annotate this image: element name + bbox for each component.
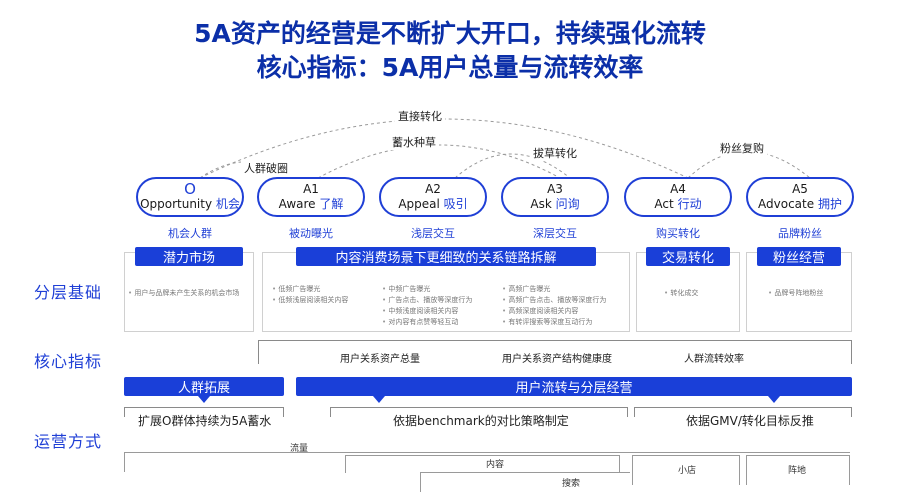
channel-content: 内容 (486, 460, 505, 470)
stage-name-en: Aware (278, 197, 316, 211)
stage-name-cn: 拥护 (817, 197, 842, 211)
channel-shop-line (632, 455, 740, 485)
stage-code: A5 (792, 182, 808, 196)
bar-label: 用户流转与分层经营 (515, 381, 633, 396)
stage-name-en: Act (654, 197, 674, 211)
flow-label-pull: 拔草转化 (530, 145, 580, 161)
bullet-item: 转化成交 (664, 288, 734, 299)
bar-fans-operation: 粉丝经营 (757, 247, 841, 266)
channel-position: 阵地 (788, 466, 807, 476)
title-line-2: 核心指标：5A用户总量与流转效率 (256, 53, 644, 82)
group-label-a2: 浅层交互 (411, 227, 455, 240)
bullet-item: 品牌号阵地粉丝 (768, 288, 848, 299)
bullet-item: 高频深度阅读相关内容 (502, 306, 627, 317)
op-text-expand: 扩展O群体持续为5A蓄水 (138, 414, 272, 428)
row-label-operations: 运营方式 (34, 432, 103, 451)
bar-label: 交易转化 (661, 251, 714, 266)
stage-name-cn: 问询 (555, 197, 580, 211)
group-label-a3: 深层交互 (533, 227, 577, 240)
stage-name-cn: 了解 (319, 197, 344, 211)
flow-label-direct: 直接转化 (395, 108, 445, 124)
bullets-a1: 低频广告曝光 低频浅层阅读相关内容 (272, 284, 372, 306)
stage-code: O (184, 180, 196, 198)
metric-structure-health: 用户关系资产结构健康度 (502, 354, 612, 365)
metric-asset-total: 用户关系资产总量 (340, 354, 420, 365)
channel-content-line (345, 455, 620, 473)
stage-a2: A2 Appeal 吸引 (379, 177, 487, 217)
bullet-item: 中频浅度阅读相关内容 (382, 306, 497, 317)
stage-name-en: Appeal (398, 197, 440, 211)
bullet-item: 用户与品牌未产生关系的机会市场 (128, 288, 253, 299)
stage-a1: A1 Aware 了解 (257, 177, 365, 217)
stage-name-en: Advocate (758, 197, 815, 211)
bar-crowd-expansion: 人群拓展 (124, 377, 284, 403)
bullets-a2: 中频广告曝光 广告点击、播放等深度行为 中频浅度阅读相关内容 对内容有点赞等轻互… (382, 284, 497, 328)
op-bracket-3 (634, 407, 852, 417)
flow-label-break: 人群破圈 (241, 160, 291, 176)
stage-name-en: Opportunity (140, 197, 213, 211)
stage-a3: A3 Ask 问询 (501, 177, 609, 217)
stage-name-cn: 吸引 (443, 197, 468, 211)
bullet-item: 对内容有点赞等轻互动 (382, 317, 497, 328)
bar-label: 人群拓展 (177, 381, 230, 396)
bullets-a5: 品牌号阵地粉丝 (768, 288, 848, 299)
metric-flow-efficiency: 人群流转效率 (684, 354, 744, 365)
stage-name-en: Ask (530, 197, 552, 211)
bullets-a3: 高频广告曝光 高频广告点击、播放等深度行为 高频深度阅读相关内容 有转评搜索等深… (502, 284, 627, 328)
bullet-item: 高频广告曝光 (502, 284, 627, 295)
op-bracket-1 (124, 407, 284, 417)
arc-seeding (317, 144, 561, 179)
op-bracket-2 (330, 407, 628, 417)
bar-label: 粉丝经营 (772, 251, 825, 266)
stage-name-cn: 行动 (677, 197, 702, 211)
channel-shop: 小店 (678, 466, 697, 476)
stage-o: O Opportunity 机会 (136, 177, 244, 217)
flow-label-seeding: 蓄水种草 (389, 134, 439, 150)
group-label-a4: 购买转化 (656, 227, 700, 240)
arc-direct-conversion (199, 118, 689, 179)
stage-code: A3 (547, 182, 563, 196)
metrics-bracket (258, 340, 852, 364)
flow-label-repurchase: 粉丝复购 (717, 140, 767, 156)
group-label-a5: 品牌粉丝 (778, 227, 822, 240)
bar-scene-breakdown: 内容消费场景下更细致的关系链路拆解 (296, 247, 596, 266)
row-label-foundation: 分层基础 (34, 283, 103, 302)
group-label-o: 机会人群 (168, 227, 212, 240)
stage-name-cn: 机会 (215, 197, 240, 211)
bar-label: 内容消费场景下更细致的关系链路拆解 (335, 251, 557, 266)
channel-position-line (746, 455, 850, 485)
bullet-item: 高频广告点击、播放等深度行为 (502, 295, 627, 306)
bullet-item: 低频浅层阅读相关内容 (272, 295, 372, 306)
bar-potential-market: 潜力市场 (135, 247, 243, 266)
stage-code: A1 (303, 182, 319, 196)
stage-code: A4 (670, 182, 686, 196)
group-label-a1: 被动曝光 (289, 227, 333, 240)
bullets-a4: 转化成交 (664, 288, 734, 299)
arc-pull-conversion (454, 153, 571, 179)
bar-trade-conversion: 交易转化 (646, 247, 730, 266)
channel-search-line (420, 472, 630, 492)
bullets-o: 用户与品牌未产生关系的机会市场 (128, 288, 253, 299)
bullet-item: 低频广告曝光 (272, 284, 372, 295)
row-label-metrics: 核心指标 (34, 352, 103, 371)
bullet-item: 广告点击、播放等深度行为 (382, 295, 497, 306)
channel-traffic: 流量 (290, 444, 309, 454)
op-text-gmv: 依据GMV/转化目标反推 (686, 414, 814, 428)
title-line-1: 5A资产的经营是不断扩大开口，持续强化流转 (194, 19, 706, 48)
bullet-item: 有转评搜索等深度互动行为 (502, 317, 627, 328)
stage-a5: A5 Advocate 拥护 (746, 177, 854, 217)
flow-arcs (199, 118, 811, 179)
stage-a4: A4 Act 行动 (624, 177, 732, 217)
bar-label: 潜力市场 (162, 251, 215, 266)
channel-traffic-line (124, 452, 850, 472)
op-text-benchmark: 依据benchmark的对比策略制定 (393, 414, 569, 428)
channel-search: 搜索 (562, 479, 581, 489)
bar-flow-operation: 用户流转与分层经营 (296, 377, 852, 403)
stage-code: A2 (425, 182, 441, 196)
bullet-item: 中频广告曝光 (382, 284, 497, 295)
